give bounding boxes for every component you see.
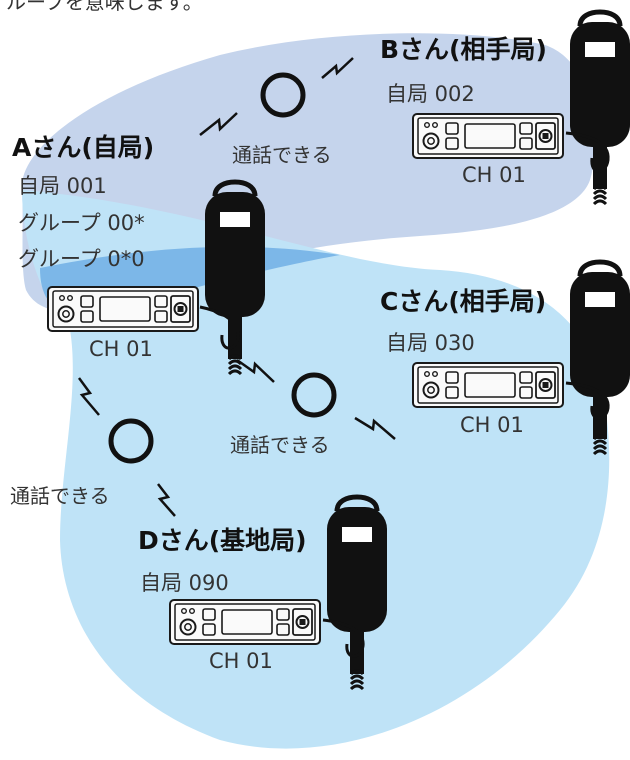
station-b-id: 自局 002 — [386, 82, 475, 106]
station-a: Aさん(自局) 自局 001 グループ 00* グループ 0*0 CH 01 — [12, 133, 265, 374]
station-d: Dさん(基地局) 自局 090 CH 01 — [138, 497, 387, 689]
station-d-name: Dさん(基地局) — [138, 526, 307, 555]
station-b-mic-cord — [565, 131, 610, 173]
station-a-group-2: グループ 0*0 — [18, 247, 145, 271]
station-c-name: Cさん(相手局) — [380, 287, 546, 316]
link-ad-bolt-bottom — [157, 483, 176, 517]
station-c-mic-cord — [565, 381, 610, 420]
station-d-id: 自局 090 — [140, 571, 229, 595]
intro-text-fragment: ループを意味します。 — [6, 0, 203, 14]
link-ab-bolt-right — [321, 57, 354, 79]
station-d-mic-cord — [322, 618, 365, 658]
link-ab-bolt-left — [199, 112, 238, 136]
station-c-id: 自局 030 — [386, 331, 475, 355]
station-a-mic-cord — [199, 305, 240, 350]
station-b-radio — [412, 113, 564, 159]
station-c-channel: CH 01 — [460, 413, 524, 437]
link-ac-bolt-right — [354, 416, 396, 440]
link-ac-bolt-left — [236, 358, 275, 383]
station-d-radio — [169, 599, 321, 645]
link-ab-circle — [260, 72, 306, 118]
station-b: Bさん(相手局) 自局 002 CH 01 — [380, 12, 630, 204]
link-ad-bolt-top — [77, 377, 100, 416]
station-a-group-1: グループ 00* — [18, 211, 145, 235]
link-ab-label: 通話できる — [232, 143, 332, 167]
station-b-name: Bさん(相手局) — [380, 35, 547, 64]
station-b-channel: CH 01 — [462, 163, 526, 187]
station-c-radio — [412, 362, 564, 408]
station-c: Cさん(相手局) 自局 030 CH 01 — [380, 262, 630, 454]
link-ac-circle — [291, 372, 337, 418]
link-ad-label: 通話できる — [10, 484, 110, 508]
station-a-name: Aさん(自局) — [12, 133, 154, 162]
station-a-id: 自局 001 — [18, 174, 107, 198]
link-ac-label: 通話できる — [230, 433, 330, 457]
station-a-radio — [47, 286, 199, 332]
station-a-channel: CH 01 — [89, 337, 153, 361]
station-d-channel: CH 01 — [209, 649, 273, 673]
link-ad-circle — [108, 418, 154, 464]
